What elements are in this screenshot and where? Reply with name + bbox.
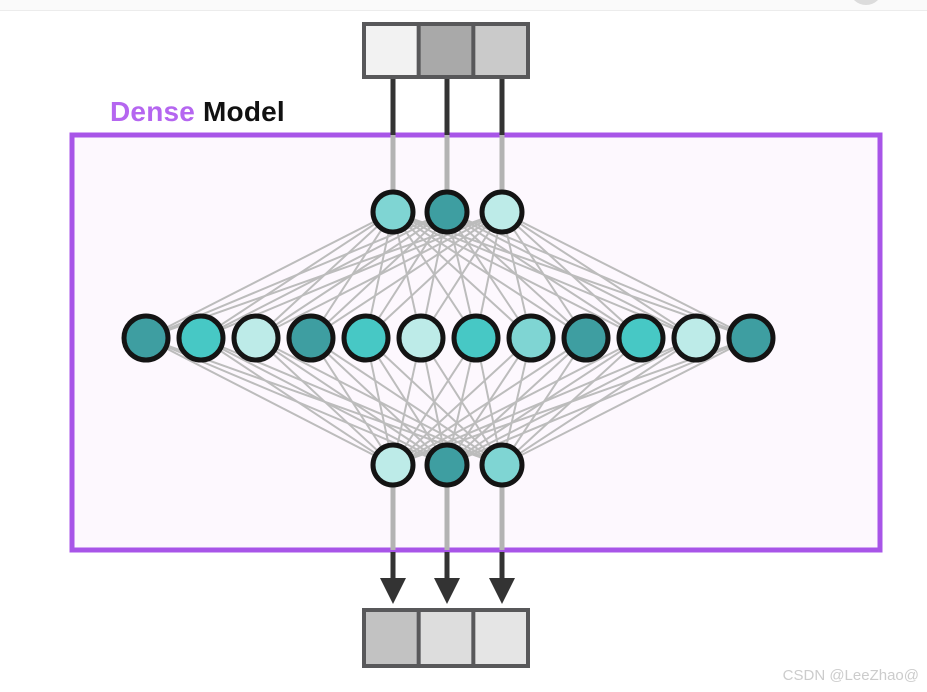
- hidden-layer-bottom-neuron: [424, 442, 470, 488]
- connection-edge: [145, 211, 394, 339]
- hidden-layer-middle-neuron: [451, 313, 501, 363]
- hidden-layer-middle-neuron: [341, 313, 391, 363]
- output-arrowhead-icon: [489, 578, 515, 604]
- connection-edge: [365, 211, 503, 339]
- hidden-layer-middle-neuron: [726, 313, 776, 363]
- diagram-title-highlight: Dense: [110, 96, 196, 127]
- output-arrowhead-icon: [434, 578, 460, 604]
- hidden-layer-middle-neuron: [506, 313, 556, 363]
- output-arrowhead-icon: [380, 578, 406, 604]
- connection-edge: [255, 211, 503, 339]
- diagram-title: Dense Model: [110, 96, 285, 128]
- connection-edge: [392, 337, 587, 466]
- output-vector-bar-cell: [366, 612, 417, 664]
- connection-edge: [392, 337, 532, 466]
- connection-edge: [310, 211, 503, 339]
- output-vector-bar-cell: [475, 612, 526, 664]
- connection-edge: [310, 337, 394, 466]
- connection-edge: [501, 211, 642, 339]
- connection-edge: [501, 211, 587, 339]
- hidden-layer-middle-neuron: [671, 313, 721, 363]
- avatar-partial-icon: [850, 0, 882, 5]
- output-vector-bar-cell: [420, 612, 472, 664]
- hidden-layer-middle-neuron: [176, 313, 226, 363]
- hidden-layer-middle-neuron: [231, 313, 281, 363]
- hidden-layer-top-neuron: [424, 189, 470, 235]
- input-vector-bar-cell: [475, 26, 526, 75]
- connection-edge: [420, 211, 503, 339]
- connection-edge: [501, 211, 697, 339]
- connection-edge: [392, 337, 477, 466]
- page-top-strip: [0, 0, 927, 11]
- hidden-layer-bottom-neuron: [479, 442, 525, 488]
- hidden-layer-middle-neuron: [616, 313, 666, 363]
- connection-edge: [392, 337, 642, 466]
- connection-edge: [255, 337, 394, 466]
- hidden-layer-middle-neuron: [561, 313, 611, 363]
- diagram-title-rest: Model: [195, 96, 285, 127]
- input-vector-bar-cell: [420, 26, 472, 75]
- input-vector-bar-cell: [366, 26, 417, 75]
- connection-edge: [501, 337, 752, 466]
- hidden-layer-middle-neuron: [121, 313, 171, 363]
- hidden-layer-top-neuron: [479, 189, 525, 235]
- connection-edge: [200, 337, 394, 466]
- hidden-layer-middle-neuron: [286, 313, 336, 363]
- hidden-layer-bottom-neuron: [370, 442, 416, 488]
- hidden-layer-top-neuron: [370, 189, 416, 235]
- hidden-layer-middle-neuron: [396, 313, 446, 363]
- watermark-text: CSDN @LeeZhao@: [782, 667, 919, 684]
- connection-edge: [145, 337, 394, 466]
- connection-edge: [501, 211, 752, 339]
